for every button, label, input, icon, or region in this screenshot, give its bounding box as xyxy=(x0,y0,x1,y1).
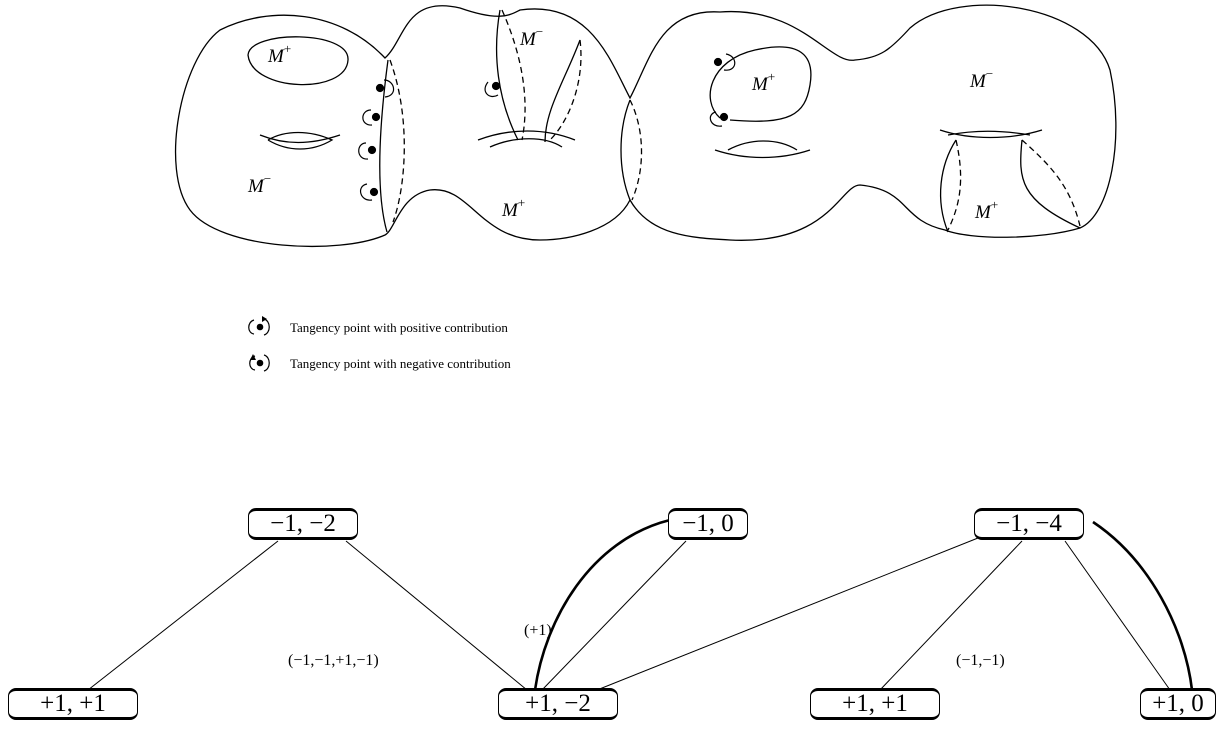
graph-node-n1: −1, −2 xyxy=(248,508,358,540)
handle-4 xyxy=(939,129,1043,139)
edge-n3-n6 xyxy=(879,540,1023,691)
region-left-bottom: M− xyxy=(247,171,271,197)
edge-label-minus-pair: (−1,−1) xyxy=(956,652,1005,669)
region-third-top: M+ xyxy=(751,69,775,95)
edge-n1-n4 xyxy=(87,540,279,691)
graph-node-n3: −1, −4 xyxy=(974,508,1084,540)
handle-2 xyxy=(477,130,576,141)
edge-n1-n5 xyxy=(345,540,528,691)
graph-node-n7: +1, 0 xyxy=(1140,688,1216,720)
graph-node-n2: −1, 0 xyxy=(668,508,748,540)
edge-label-plus-one: (+1) xyxy=(524,622,552,639)
left-island xyxy=(247,36,349,86)
region-left-top: M+ xyxy=(267,41,291,67)
region-middle-bottom: M+ xyxy=(501,195,525,221)
edge-n3-n7-thick xyxy=(1092,520,1194,691)
edge-n3-n7 xyxy=(1064,540,1171,691)
negative-tangency-icon xyxy=(249,354,270,372)
edge-n3-n5 xyxy=(591,537,979,693)
genus-surface-figure: M+ M− M− M+ M+ M− M+ xyxy=(174,4,1117,248)
handle-3 xyxy=(714,149,811,159)
surface-outline xyxy=(174,4,1117,248)
region-right-top: M− xyxy=(969,66,993,92)
positive-tangency-icon xyxy=(248,316,270,336)
legend-negative-text: Tangency point with negative contributio… xyxy=(290,356,511,371)
legend-positive-text: Tangency point with positive contributio… xyxy=(290,320,508,335)
region-right-bottom: M+ xyxy=(974,197,998,223)
region-second-top: M− xyxy=(519,24,543,50)
graph-node-n5: +1, −2 xyxy=(498,688,618,720)
edge-n2-n5 xyxy=(541,540,687,691)
tangency-points xyxy=(358,53,736,201)
edge-n2-n5-thick xyxy=(533,518,671,691)
edge-label-long: (−1,−1,+1,−1) xyxy=(288,652,379,669)
region-labels: M+ M− M− M+ M+ M− M+ xyxy=(247,24,998,223)
graph-node-n6: +1, +1 xyxy=(810,688,940,720)
handle-1 xyxy=(259,134,341,144)
graph-node-n4: +1, +1 xyxy=(8,688,138,720)
